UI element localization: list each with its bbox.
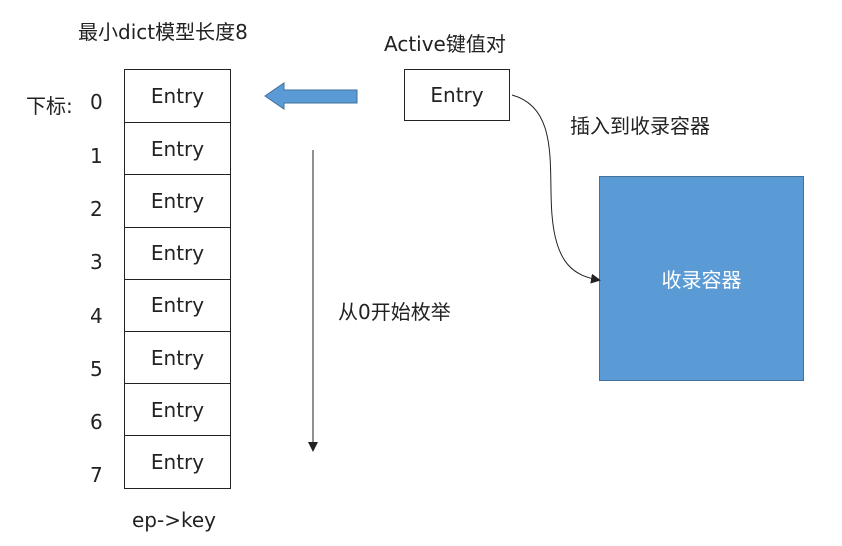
entry-cell-0: Entry [150,84,205,109]
active-entry-box: Entry [404,69,510,121]
entry-cell-5: Entry [125,330,230,383]
index-label-2: 2 [90,197,103,221]
collection-container-label: 收录容器 [661,268,742,292]
active-title: Active键值对 [384,32,506,56]
dict-title: 最小dict模型长度8 [78,20,248,44]
left-block-arrow [264,82,358,110]
entry-cell-3: Entry [125,226,230,279]
index-label-3: 3 [90,250,103,274]
index-label-4: 4 [90,304,103,328]
entry-cell-4: Entry [125,278,230,331]
index-label-0: 0 [90,90,103,114]
index-label-1: 1 [90,144,103,168]
index-prefix-label: 下标: [26,94,73,118]
ep-key-label: ep->key [132,508,216,532]
collection-container: 收录容器 [599,176,804,381]
insert-curve-arrow [511,94,601,284]
insert-label: 插入到收录容器 [570,114,710,138]
entry-cell-6: Entry [125,383,230,435]
index-label-5: 5 [90,357,103,381]
entry-cell-1: Entry [125,122,230,174]
index-label-7: 7 [90,463,103,487]
entry-cell-2: Entry [125,174,230,226]
entry-table: Entry Entry Entry Entry Entry Entry Entr… [124,69,231,489]
index-label-6: 6 [90,410,103,434]
entry-cell-7: Entry [125,435,230,487]
enumerate-label: 从0开始枚举 [338,300,451,324]
